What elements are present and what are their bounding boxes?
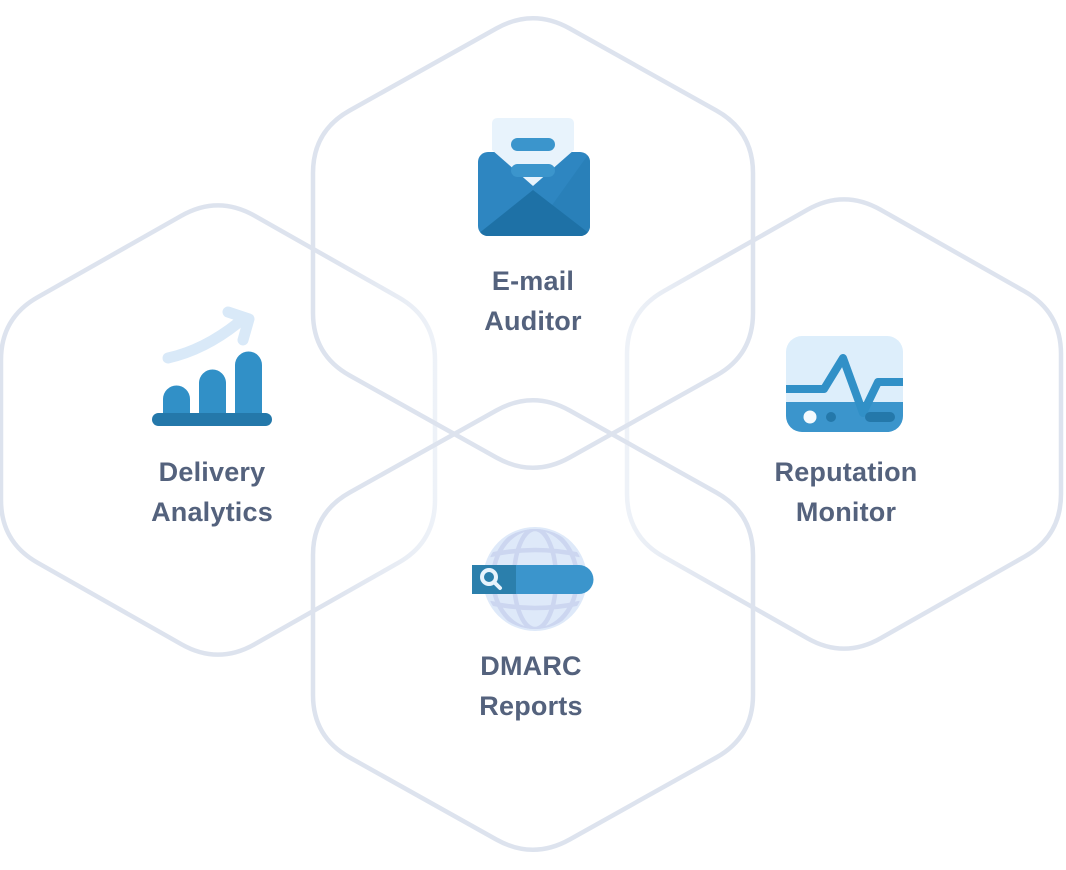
feature-label: Reputation Monitor bbox=[696, 452, 996, 532]
feature-label: Delivery Analytics bbox=[62, 452, 362, 532]
feature-label-line2: Auditor bbox=[484, 306, 582, 336]
bar-chart-growth-arrow-icon bbox=[152, 306, 272, 426]
feature-label-line2: Analytics bbox=[151, 497, 273, 527]
search-bar-field bbox=[516, 565, 594, 594]
monitor-base bbox=[786, 402, 903, 432]
monitor-base-details bbox=[826, 412, 895, 422]
globe-search-bar-icon bbox=[472, 527, 594, 631]
feature-label-line2: Monitor bbox=[795, 497, 897, 527]
feature-email-auditor[interactable]: E-mail Auditor bbox=[383, 104, 683, 346]
hexagon-top bbox=[310, 16, 756, 470]
feature-label-line1: Reputation bbox=[774, 457, 918, 487]
letter-text-lines bbox=[511, 138, 555, 177]
chart-bars bbox=[163, 351, 262, 415]
feature-delivery-analytics[interactable]: Delivery Analytics bbox=[62, 294, 362, 544]
heartbeat-monitor-icon bbox=[786, 336, 903, 432]
feature-label-line2: Reports bbox=[479, 691, 583, 721]
growth-arrow bbox=[162, 306, 255, 364]
hexagon-right bbox=[624, 197, 1064, 651]
feature-label-line1: Delivery bbox=[158, 457, 266, 487]
hexagon-bottom bbox=[310, 398, 756, 852]
monitor-power-light bbox=[803, 410, 817, 424]
magnifier-icon bbox=[480, 568, 502, 590]
feature-label: E-mail Auditor bbox=[383, 261, 683, 341]
feature-label-line1: E-mail bbox=[491, 266, 575, 296]
envelope-front-fold bbox=[478, 190, 590, 236]
envelope-letter bbox=[492, 118, 574, 186]
hexagon-left bbox=[0, 203, 438, 657]
chart-baseline bbox=[152, 413, 272, 426]
feature-reputation-monitor[interactable]: Reputation Monitor bbox=[696, 326, 996, 544]
feature-dmarc-reports[interactable]: DMARC Reports bbox=[381, 516, 681, 742]
feature-label-line1: DMARC bbox=[480, 651, 582, 681]
pulse-line bbox=[786, 354, 903, 417]
feature-label: DMARC Reports bbox=[381, 646, 681, 726]
open-envelope-letter-icon bbox=[478, 118, 590, 236]
